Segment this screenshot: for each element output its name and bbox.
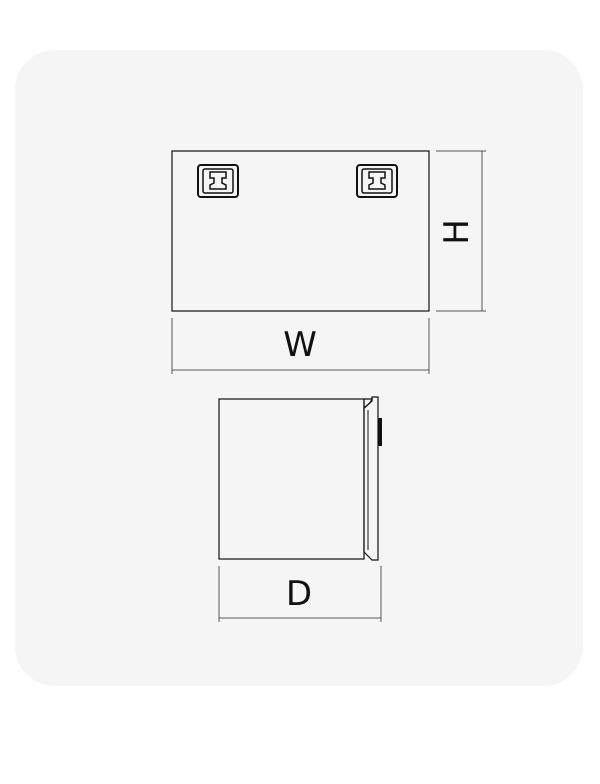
side-view <box>218 396 382 561</box>
depth-label: D <box>286 574 312 614</box>
front-panel <box>171 150 430 312</box>
handle-profile <box>378 418 382 446</box>
door-edge-outer <box>363 396 379 561</box>
width-dimension: W <box>171 318 430 374</box>
handle-left-icon <box>197 164 239 198</box>
width-label: W <box>283 325 317 365</box>
handle-right-icon <box>356 164 398 198</box>
height-dimension: H <box>436 150 486 312</box>
height-label: H <box>437 219 477 245</box>
depth-dimension: D <box>218 566 382 622</box>
side-panel <box>218 398 365 560</box>
front-view <box>171 150 430 312</box>
